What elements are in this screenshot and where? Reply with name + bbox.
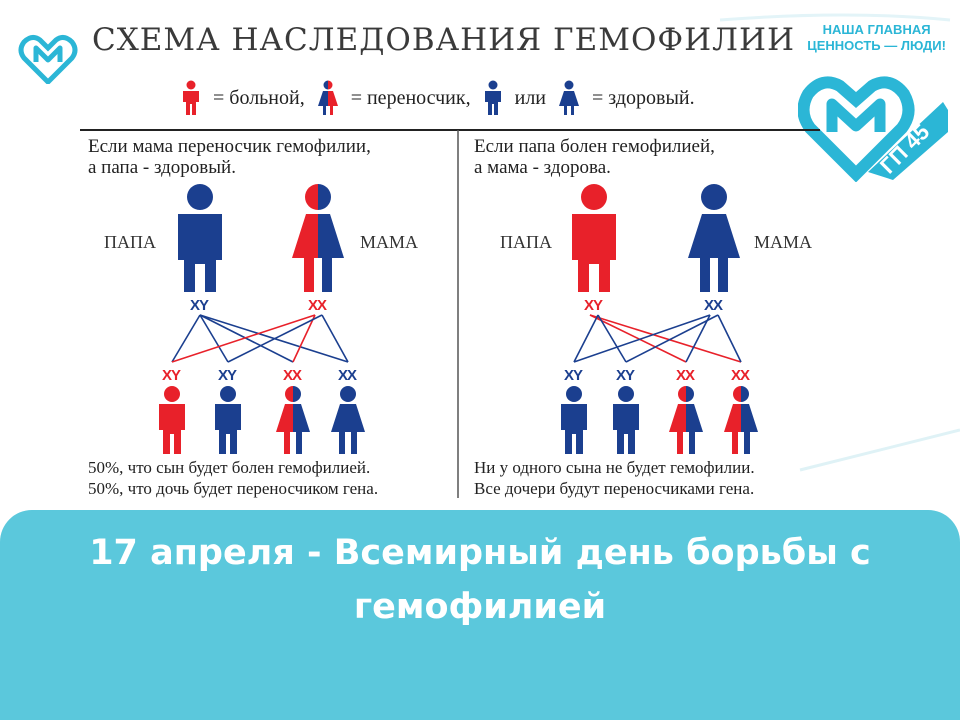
page-title: СХЕМА НАСЛЕДОВАНИЯ ГЕМОФИЛИИ	[92, 22, 796, 58]
left-panel-heading: Если мама переносчик гемофилии, а папа -…	[88, 136, 371, 178]
heart-m-logo-icon	[18, 34, 78, 84]
left-mama-chrom: XX	[308, 297, 327, 314]
right-note-line2: Все дочери будут переносчиками гена.	[474, 479, 755, 498]
right-child3-chrom: XX	[676, 367, 695, 384]
left-child-healthy-daughter	[331, 386, 365, 454]
right-child-healthy-son-1	[561, 386, 587, 454]
legend-sick-label: = больной,	[213, 86, 305, 109]
right-inheritance-lines	[573, 314, 742, 363]
left-child1-chrom: XY	[162, 367, 181, 384]
left-inheritance-lines	[171, 314, 349, 363]
left-papa-figure	[178, 184, 222, 292]
left-family-diagram: XY XX XY XY XX XX	[159, 184, 365, 454]
right-family-diagram: XY XX XY XY XX XX	[561, 184, 758, 454]
right-mama-chrom: XX	[704, 297, 723, 314]
left-panel-note: 50%, что сын будет болен гемофилией. 50%…	[88, 457, 378, 499]
right-child4-chrom: XX	[731, 367, 750, 384]
left-papa-label: ПАПА	[104, 232, 156, 252]
right-heading-line2: а мама - здорова.	[474, 157, 611, 178]
legend-or-label: или	[514, 86, 546, 109]
right-papa-label: ПАПА	[500, 232, 552, 252]
legend-healthy-label: = здоровый.	[592, 86, 695, 109]
left-child-sick-son	[159, 386, 185, 454]
banner-line2: гемофилией	[353, 587, 607, 627]
slogan-line2: ЦЕННОСТЬ — ЛЮДИ!	[807, 38, 946, 53]
brand-logo-icon: ГП 45	[798, 76, 948, 182]
left-heading-line1: Если мама переносчик гемофилии,	[88, 136, 371, 157]
carrier-woman-icon	[317, 80, 338, 115]
sick-man-icon	[183, 80, 199, 115]
healthy-man-icon	[484, 80, 501, 115]
right-child-healthy-son-2	[613, 386, 639, 454]
banner-line1: 17 апреля - Всемирный день борьбы с	[89, 533, 871, 573]
right-note-line1: Ни у одного сына не будет гемофилии.	[474, 458, 755, 477]
right-panel-heading: Если папа болен гемофилией, а мама - здо…	[474, 136, 715, 178]
right-papa-figure	[572, 184, 616, 292]
healthy-woman-icon	[559, 80, 579, 115]
legend-carrier-label: = переносчик,	[350, 86, 471, 109]
right-child-carrier-daughter-1	[669, 386, 703, 454]
right-heading-line1: Если папа болен гемофилией,	[474, 136, 715, 157]
legend: = больной, = переносчик, или = здоровый.	[180, 80, 701, 120]
right-mama-label: МАМА	[754, 232, 813, 252]
left-child3-chrom: XX	[283, 367, 302, 384]
slogan: НАША ГЛАВНАЯ ЦЕННОСТЬ — ЛЮДИ!	[807, 22, 946, 54]
left-heading-line2: а папа - здоровый.	[88, 157, 236, 178]
right-panel-note: Ни у одного сына не будет гемофилии. Все…	[474, 457, 755, 499]
left-mama-figure	[292, 184, 344, 292]
diagram-frame	[80, 129, 820, 498]
left-child2-chrom: XY	[218, 367, 237, 384]
left-papa-chrom: XY	[190, 297, 209, 314]
left-mama-label: МАМА	[360, 232, 419, 252]
right-mama-figure	[688, 184, 740, 292]
decorative-lines	[719, 13, 960, 472]
right-papa-chrom: XY	[584, 297, 603, 314]
left-child-healthy-son	[215, 386, 241, 454]
slogan-line1: НАША ГЛАВНАЯ	[822, 22, 931, 37]
left-child4-chrom: XX	[338, 367, 357, 384]
right-child1-chrom: XY	[564, 367, 583, 384]
right-child-carrier-daughter-2	[724, 386, 758, 454]
left-note-line1: 50%, что сын будет болен гемофилией.	[88, 458, 371, 477]
left-note-line2: 50%, что дочь будет переносчиком гена.	[88, 479, 379, 498]
footer-banner	[0, 510, 960, 720]
banner-text: 17 апреля - Всемирный день борьбы с гемо…	[0, 526, 960, 634]
left-child-carrier-daughter	[276, 386, 310, 454]
right-child2-chrom: XY	[616, 367, 635, 384]
